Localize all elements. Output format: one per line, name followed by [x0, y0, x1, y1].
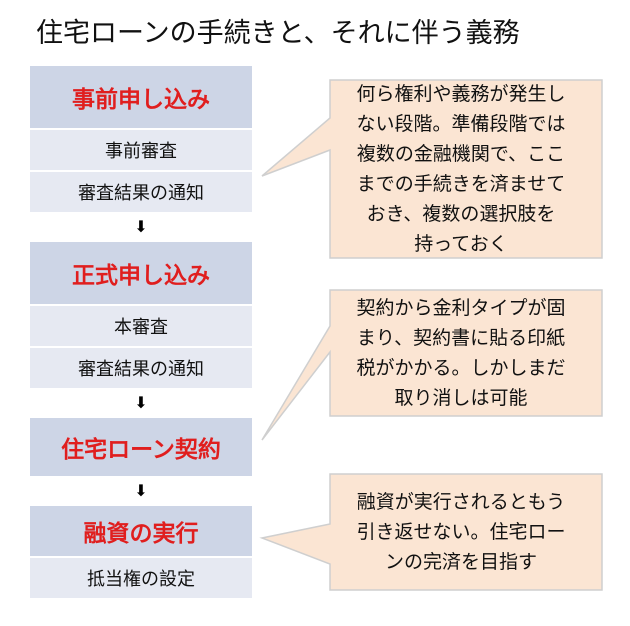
- step-formal-application: 正式申し込み: [30, 242, 252, 304]
- down-arrow-icon: ⬇: [134, 481, 148, 500]
- step-loan-execution: 融資の実行: [30, 506, 252, 556]
- down-arrow-icon: ⬇: [134, 217, 148, 236]
- callout-bubble-1: [261, 79, 603, 259]
- step-main-screening-result: 審査結果の通知: [30, 348, 252, 388]
- callout-bubble-3: [259, 473, 603, 591]
- diagram-title: 住宅ローンの手続きと、それに伴う義務: [36, 18, 520, 49]
- callout-text-1: 何ら権利や義務が発生し ない段階。準備段階では 複数の金融機関で、ここ までの手…: [356, 83, 566, 255]
- step-main-screening: 本審査: [30, 306, 252, 346]
- down-arrow-icon: ⬇: [134, 393, 148, 412]
- step-pre-screening: 事前審査: [30, 130, 252, 170]
- step-pre-screening-result: 審査結果の通知: [30, 172, 252, 212]
- step-loan-contract: 住宅ローン契約: [30, 418, 252, 476]
- step-mortgage-setup: 抵当権の設定: [30, 558, 252, 598]
- callout-text-3: 融資が実行されるともう 引き返せない。住宅ロー ンの完済を目指す: [356, 491, 566, 573]
- step-pre-application: 事前申し込み: [30, 66, 252, 128]
- callout-text-2: 契約から金利タイプが固 まり、契約書に貼る印紙 税がかかる。しかしまだ 取り消し…: [356, 297, 566, 409]
- callout-bubble-2: [261, 289, 603, 441]
